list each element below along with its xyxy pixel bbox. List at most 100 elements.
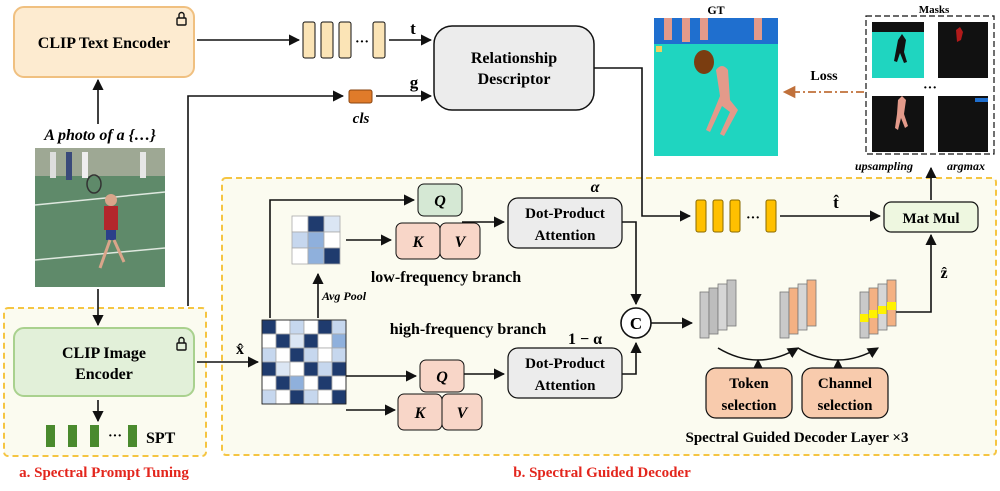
spt-ellipsis: ··· bbox=[108, 429, 122, 444]
feature-cell bbox=[303, 389, 319, 405]
token-selection-label-2: selection bbox=[722, 398, 778, 414]
upper-v-box: V bbox=[439, 222, 481, 260]
pooled-cell bbox=[291, 247, 309, 265]
lower-dpa-label-2: Attention bbox=[535, 378, 596, 394]
upper-v-label: V bbox=[455, 234, 467, 251]
feature-cell bbox=[317, 361, 333, 377]
feature-cell bbox=[275, 333, 291, 349]
decoder-layer-label: Spectral Guided Decoder Layer ×3 bbox=[686, 430, 909, 446]
highlight-cell bbox=[878, 306, 887, 314]
alpha-label: α bbox=[591, 179, 601, 196]
feature-cell bbox=[275, 319, 291, 335]
feature-cell bbox=[261, 389, 277, 405]
lower-q-label: Q bbox=[436, 369, 448, 386]
feature-cell bbox=[303, 347, 319, 363]
pooled-cell bbox=[323, 247, 341, 265]
lower-v-box: V bbox=[441, 393, 483, 431]
feature-cell bbox=[261, 319, 277, 335]
channel-selection-label-1: Channel bbox=[818, 376, 872, 392]
feature-cell bbox=[261, 361, 277, 377]
feature-cell bbox=[289, 333, 305, 349]
feature-slice bbox=[726, 279, 737, 327]
pooled-cell bbox=[291, 215, 309, 233]
low-frequency-branch-label: low-frequency branch bbox=[371, 269, 521, 286]
arrow-upper-attention-to-concat bbox=[622, 221, 642, 306]
t-hat-tokens: ··· bbox=[695, 199, 777, 233]
pooled-cell bbox=[307, 231, 325, 249]
predicted-masks-panel: ··· bbox=[865, 15, 995, 155]
highlight-cell bbox=[887, 302, 896, 310]
pooled-cell bbox=[291, 231, 309, 249]
t-ellipsis: ··· bbox=[355, 35, 369, 50]
feature-stack-highlight bbox=[859, 279, 897, 339]
feature-cell bbox=[289, 347, 305, 363]
highlight-cell bbox=[860, 314, 869, 322]
upper-dot-product-attention: Dot-Product Attention bbox=[507, 197, 623, 249]
pooled-cell bbox=[307, 247, 325, 265]
masks-label: Masks bbox=[919, 4, 950, 16]
feature-stack-orange bbox=[779, 279, 817, 339]
channel-selection-box: Channel selection bbox=[801, 367, 889, 419]
high-frequency-branch-label: high-frequency branch bbox=[390, 321, 547, 338]
pooled-cell bbox=[307, 215, 325, 233]
g-label: g bbox=[410, 73, 419, 92]
token-selection-label-1: Token bbox=[729, 376, 769, 392]
clip-image-encoder-label-1: CLIP Image bbox=[62, 345, 146, 362]
feature-cell bbox=[275, 375, 291, 391]
feature-slice bbox=[717, 283, 728, 331]
t-hat-ellipsis: ··· bbox=[746, 211, 760, 226]
feature-cell bbox=[331, 347, 347, 363]
arrow-descriptor-to-t-hat bbox=[594, 67, 692, 222]
loss-label: Loss bbox=[810, 69, 838, 84]
highlight-cell bbox=[869, 310, 878, 318]
feature-cell bbox=[289, 389, 305, 405]
feature-cell bbox=[303, 375, 319, 391]
spt-label: SPT bbox=[146, 430, 176, 447]
feature-cell bbox=[289, 319, 305, 335]
z-hat-label: ẑ bbox=[940, 265, 947, 282]
descriptor-label-1: Relationship bbox=[471, 50, 557, 67]
mat-mul-box: Mat Mul bbox=[883, 201, 979, 233]
feature-map-x-hat bbox=[261, 319, 347, 405]
clip-text-encoder: CLIP Text Encoder bbox=[13, 6, 195, 78]
feature-slice bbox=[806, 279, 817, 327]
feature-map-border bbox=[261, 319, 347, 405]
channel-selection-label-2: selection bbox=[818, 398, 874, 414]
t-label: t bbox=[410, 19, 416, 38]
feature-slice bbox=[699, 291, 710, 339]
arrow-lower-attention-to-concat bbox=[622, 341, 642, 375]
feature-cell bbox=[317, 319, 333, 335]
upper-q-box: Q bbox=[417, 183, 463, 217]
lower-dpa-label-1: Dot-Product bbox=[525, 356, 605, 372]
concat-label: C bbox=[630, 314, 642, 333]
feature-slice bbox=[779, 291, 790, 339]
t-hat-label: t̂ bbox=[833, 193, 839, 212]
arrow-x-hat-to-upper-q bbox=[269, 194, 416, 318]
one-minus-alpha-label: 1 − α bbox=[568, 331, 602, 348]
feature-cell bbox=[303, 333, 319, 349]
feature-cell bbox=[317, 389, 333, 405]
cls-label: cls bbox=[353, 111, 370, 127]
clip-text-encoder-label: CLIP Text Encoder bbox=[38, 35, 170, 52]
feature-cell bbox=[261, 375, 277, 391]
feature-slice bbox=[788, 287, 799, 335]
lock-icon bbox=[176, 336, 187, 351]
upper-dpa-label-1: Dot-Product bbox=[525, 206, 605, 222]
feature-cell bbox=[275, 347, 291, 363]
feature-cell bbox=[331, 361, 347, 377]
arrow-image-encoder-to-cls bbox=[187, 90, 345, 306]
input-photo-tennis-player bbox=[34, 148, 166, 287]
lower-k-box: K bbox=[397, 393, 443, 431]
feature-slice bbox=[708, 287, 719, 335]
lower-q-box: Q bbox=[419, 359, 465, 393]
masks-ellipsis: ··· bbox=[923, 81, 937, 96]
lower-dot-product-attention: Dot-Product Attention bbox=[507, 347, 623, 399]
feature-cell bbox=[317, 347, 333, 363]
ground-truth-segmentation bbox=[654, 18, 778, 156]
feature-cell bbox=[261, 347, 277, 363]
mat-mul-label: Mat Mul bbox=[902, 211, 959, 227]
arrow-features-to-matmul bbox=[896, 233, 937, 313]
argmax-label: argmax bbox=[947, 159, 985, 173]
feature-cell bbox=[317, 333, 333, 349]
